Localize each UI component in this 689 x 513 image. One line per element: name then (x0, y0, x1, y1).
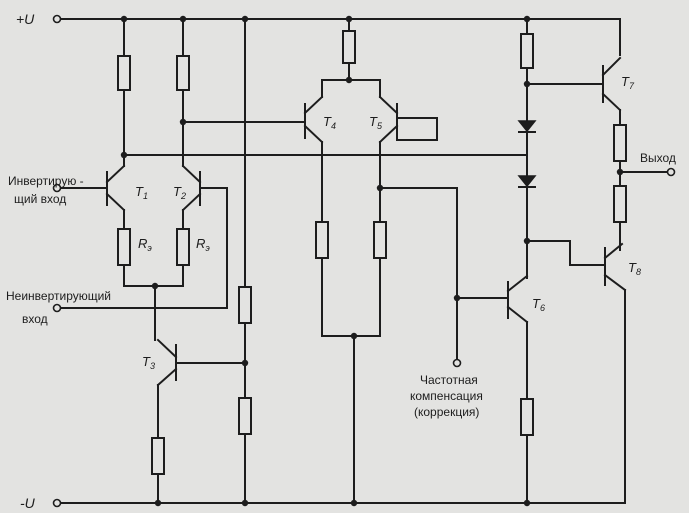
noninv-input-label-1: Неинвертирующий (6, 289, 111, 303)
current-source-t3 (156, 338, 246, 504)
compensation-terminal (452, 358, 462, 368)
transistor-t6 (506, 274, 529, 504)
label-re-left: Rэ (138, 236, 152, 253)
junction-dots (120, 15, 624, 507)
resistor-r12 (613, 124, 627, 162)
pos-rail-terminal (52, 14, 62, 24)
resistor-r11 (520, 398, 534, 436)
compensation-label-3: (коррекция) (414, 405, 479, 419)
label-t3: T3 (142, 354, 155, 371)
neg-rail-label: -U (20, 495, 36, 511)
compensation-label-1: Частотная (420, 373, 478, 387)
label-t6: T6 (532, 296, 545, 313)
inverting-input-terminal (52, 183, 62, 193)
resistor-r2 (176, 55, 190, 91)
output-label: Выход (640, 151, 676, 165)
label-t4: T4 (323, 114, 336, 131)
input-stage (59, 18, 528, 341)
resistor-re-right (176, 228, 190, 266)
text-labels: +U -U Инвертирую - щий вход Неинвертирую… (6, 11, 676, 511)
diode-2 (517, 175, 537, 188)
noninverting-input-terminal (52, 303, 62, 313)
label-re-right: Rэ (196, 236, 210, 253)
noninv-input-label-2: вход (22, 312, 48, 326)
label-t1: T1 (135, 184, 148, 201)
resistor-r13 (613, 185, 627, 223)
resistor-r4 (342, 30, 356, 64)
resistors (117, 30, 627, 475)
inv-input-label-1: Инвертирую - (8, 174, 84, 188)
inv-input-label-2: щий вход (14, 192, 66, 206)
label-t7: T7 (621, 74, 635, 91)
resistor-r5 (315, 221, 329, 259)
terminals (52, 14, 676, 508)
output-stage (601, 56, 669, 504)
resistor-r6 (373, 221, 387, 259)
diode-1 (517, 120, 537, 133)
label-t5: T5 (369, 114, 383, 131)
label-t2: T2 (173, 184, 186, 201)
pos-rail-label: +U (16, 11, 35, 27)
compensation-label-2: компенсация (410, 389, 483, 403)
resistor-r10 (520, 33, 534, 69)
resistor-r1 (117, 55, 131, 91)
output-terminal (666, 167, 676, 177)
resistor-r9 (151, 437, 165, 475)
resistor-r7 (238, 286, 252, 324)
resistor-re-left (117, 228, 131, 266)
neg-rail-terminal (52, 498, 62, 508)
label-t8: T8 (628, 260, 641, 277)
resistor-r8 (238, 397, 252, 435)
bias-chain (526, 18, 606, 279)
diodes (517, 120, 537, 188)
second-stage (182, 18, 509, 504)
positive-rail (59, 18, 621, 56)
